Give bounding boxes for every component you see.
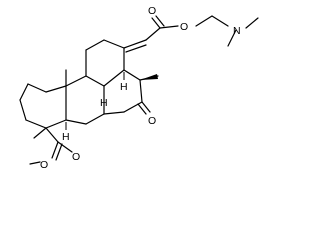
bond	[151, 17, 161, 29]
bond	[123, 69, 141, 81]
bond	[85, 113, 105, 125]
bond	[85, 75, 105, 87]
bond	[245, 17, 259, 29]
atom-o3: O	[148, 115, 156, 127]
bond	[137, 103, 147, 115]
bond	[85, 39, 105, 51]
bond	[195, 15, 213, 27]
bond	[19, 83, 29, 101]
bond	[65, 119, 87, 125]
stereo-bonds	[65, 72, 158, 130]
bond	[57, 141, 73, 153]
skeleton-bonds	[19, 15, 259, 165]
bond	[139, 79, 143, 103]
bond	[123, 39, 147, 49]
bond	[55, 143, 63, 161]
bond	[125, 44, 147, 53]
bond	[123, 101, 143, 113]
atom-h1: H	[100, 97, 108, 109]
bond	[45, 127, 59, 143]
bond	[25, 119, 47, 129]
atom-h2: H	[62, 131, 70, 143]
atom-o2: O	[180, 21, 188, 33]
atom-labels: O O N O O O H H H	[40, 5, 241, 171]
wedge-bond	[140, 74, 158, 80]
bond	[27, 83, 47, 93]
bond	[51, 141, 59, 159]
atom-n1: N	[233, 25, 241, 37]
bond	[65, 75, 87, 87]
bond	[103, 39, 125, 49]
bond	[45, 119, 67, 129]
atom-o5: O	[40, 159, 48, 171]
chemical-structure: O O N O O O H H H	[19, 5, 259, 171]
bond	[211, 15, 229, 27]
bond	[29, 161, 41, 165]
bond	[103, 111, 125, 115]
bond	[45, 85, 67, 93]
bond	[19, 99, 27, 121]
bond	[145, 27, 161, 41]
atom-o1: O	[148, 5, 156, 17]
bond	[103, 69, 125, 87]
atom-o4: O	[72, 151, 80, 163]
bond	[227, 29, 237, 47]
bond	[33, 127, 47, 139]
bond	[155, 15, 165, 27]
bond	[159, 25, 179, 29]
atom-h3: H	[120, 81, 128, 93]
bond	[141, 101, 151, 113]
